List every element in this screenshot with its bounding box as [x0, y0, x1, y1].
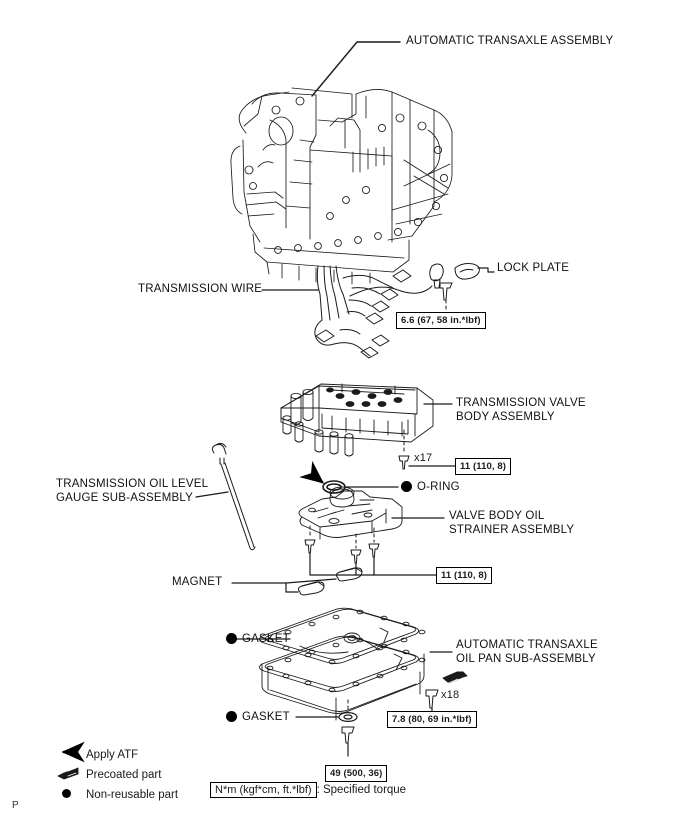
- callout-gasket-lower: GASKET: [242, 711, 290, 723]
- callout-transmission-wire: TRANSMISSION WIRE: [138, 283, 263, 295]
- magnet-drawing: [297, 567, 363, 596]
- torque-valve-body-bolt: 11 (110, 8): [455, 458, 511, 475]
- callout-oil-pan-line2: OIL PAN SUB-ASSEMBLY: [456, 653, 596, 665]
- non-reusable-dot-icon: [62, 789, 71, 798]
- lock-plate-bolt: [439, 282, 453, 301]
- callout-gasket-upper: GASKET: [242, 633, 290, 645]
- precoated-mark-oil-pan: [442, 671, 468, 685]
- legend-row-apply-atf: Apply ATF: [60, 744, 138, 764]
- legend-non-reusable-label: Non-reusable part: [86, 789, 179, 801]
- torque-lock-plate-bolt: 6.6 (67, 58 in.*lbf): [396, 312, 486, 329]
- torque-strainer-bolt: 11 (110, 8): [436, 567, 492, 584]
- oil-level-gauge-drawing: [211, 442, 256, 551]
- page-marker: P: [12, 800, 19, 811]
- strainer-bolt-left: [304, 539, 316, 554]
- legend-row-non-reusable: Non-reusable part: [60, 784, 178, 804]
- callout-oil-level-gauge-line1: TRANSMISSION OIL LEVEL: [56, 478, 209, 490]
- drain-plug-drawing: [341, 726, 355, 744]
- leader-strainer-torque: [309, 552, 437, 576]
- oil-strainer-drawing: [298, 486, 403, 540]
- legend-row-precoated: Precoated part: [60, 764, 161, 784]
- transmission-wire-drawing: [314, 263, 444, 359]
- transaxle-housing-drawing: [230, 87, 453, 285]
- callout-strainer-line1: VALVE BODY OIL: [449, 510, 545, 522]
- non-reusable-dot-gasket-lower: [226, 711, 237, 722]
- legend-precoated-label: Precoated part: [86, 769, 162, 781]
- torque-drain-plug: 49 (500, 36): [325, 765, 388, 782]
- torque-oil-pan-bolt: 7.8 (80, 69 in.*lbf): [387, 711, 477, 728]
- legend-precoated-symbol: [57, 767, 79, 780]
- leader-oil-level-gauge: [195, 491, 229, 498]
- valve-body-drawing: [280, 383, 434, 457]
- leader-lock-plate: [477, 267, 495, 273]
- non-reusable-dot-o-ring: [401, 481, 412, 492]
- valve-body-bolt: [398, 455, 410, 470]
- leader-transaxle-assembly: [311, 41, 401, 97]
- callout-oil-level-gauge-line2: GAUGE SUB-ASSEMBLY: [56, 492, 193, 504]
- drain-gasket-drawing: [338, 711, 358, 722]
- callout-strainer-line2: STRAINER ASSEMBLY: [449, 524, 575, 536]
- callout-oil-pan-line1: AUTOMATIC TRANSAXLE: [456, 639, 598, 651]
- legend-block: Apply ATF Precoated part Non-reusable pa…: [60, 744, 178, 804]
- quantity-oil-pan-bolts: x18: [441, 689, 460, 701]
- torque-key-block: N*m (kgf*cm, ft.*lbf): Specified torque: [210, 782, 406, 798]
- oil-pan-bolt: [425, 689, 439, 709]
- callout-automatic-transaxle-assembly: AUTOMATIC TRANSAXLE ASSEMBLY: [406, 35, 614, 47]
- dimension-strainer-bolts: [309, 525, 375, 549]
- non-reusable-dot-gasket-upper: [226, 633, 237, 644]
- quantity-valve-body-bolts: x17: [414, 452, 433, 464]
- callout-valve-body-line1: TRANSMISSION VALVE: [456, 397, 586, 409]
- apply-atf-arrow-oring: [299, 460, 325, 484]
- torque-key-unit: N*m (kgf*cm, ft.*lbf): [210, 782, 317, 798]
- oil-pan-drawing: [259, 627, 426, 721]
- callout-lock-plate: LOCK PLATE: [497, 262, 570, 274]
- strainer-bolt-center: [350, 549, 362, 564]
- leader-magnet: [231, 578, 337, 593]
- torque-key-suffix: : Specified torque: [316, 784, 407, 796]
- legend-apply-atf-label: Apply ATF: [86, 749, 139, 761]
- callout-magnet: MAGNET: [172, 576, 223, 588]
- strainer-bolt-right: [368, 543, 380, 558]
- callout-valve-body-line2: BODY ASSEMBLY: [456, 411, 555, 423]
- lock-plate-drawing: [454, 263, 480, 280]
- callout-o-ring: O-RING: [417, 481, 460, 493]
